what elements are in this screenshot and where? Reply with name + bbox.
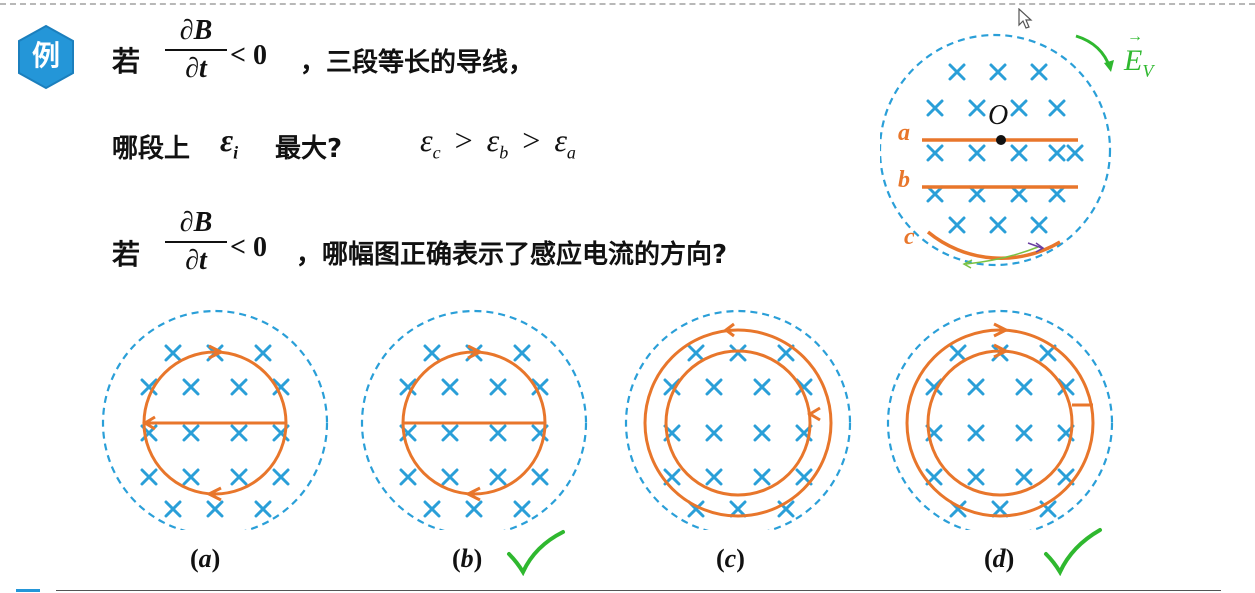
option-c-diagram xyxy=(624,309,852,530)
wire-c xyxy=(926,230,1061,260)
line2-text: 哪段上 xyxy=(112,134,191,164)
center-point xyxy=(996,135,1006,145)
field-boundary xyxy=(880,33,1112,267)
wire-label-a: a xyxy=(898,120,910,146)
line1-ruo: 若 xyxy=(112,45,141,78)
B-vector: B xyxy=(193,15,213,46)
example-badge-hexagon xyxy=(18,24,74,90)
fraction-bar xyxy=(165,49,227,51)
option-d-diagram xyxy=(886,309,1114,530)
cursor-icon xyxy=(1018,8,1033,29)
partial-symbol: ∂ xyxy=(179,15,194,46)
top-dashed-border xyxy=(0,3,1255,5)
field-label-E: E→V xyxy=(1124,28,1154,81)
line3-ruo: 若 xyxy=(112,238,141,271)
option-label-c: (c) xyxy=(716,544,745,573)
checkmark-icon xyxy=(1044,528,1102,576)
option-label-d: (d) xyxy=(984,544,1015,573)
current-arrow-purple xyxy=(1027,242,1043,249)
bottom-rule xyxy=(56,590,1221,591)
example-badge-text: 例 xyxy=(31,39,60,72)
option-diagrams xyxy=(101,309,1114,530)
option-label-a: (a) xyxy=(190,544,221,573)
less-than-zero-1: < 0 xyxy=(230,40,267,71)
less-than-zero-2: < 0 xyxy=(230,232,267,263)
line3-text: ，哪幅图正确表示了感应电流的方向? xyxy=(296,240,728,270)
option-b-diagram xyxy=(360,309,588,530)
current-arrow-green xyxy=(965,246,1039,265)
dB-dt-fraction-2: ∂B→ ∂t xyxy=(165,205,227,276)
emf-symbol: εi xyxy=(220,122,239,163)
line2-tail: 最大? xyxy=(275,134,343,164)
emf-answer: εc > εb > εa xyxy=(420,122,576,163)
wire-label-b: b xyxy=(898,167,910,193)
checkmark-icon xyxy=(507,530,565,576)
field-crosses xyxy=(926,63,1084,234)
option-a-diagram xyxy=(101,309,329,530)
wire-label-c: c xyxy=(904,224,915,250)
dB-dt-fraction-1: ∂B→ ∂t xyxy=(165,13,227,84)
option-label-b: (b) xyxy=(452,544,483,573)
bottom-accent xyxy=(16,589,40,592)
line1-text: ，三段等长的导线， xyxy=(300,48,535,78)
fraction-denominator: ∂t xyxy=(185,53,207,84)
vector-arrow: → xyxy=(197,13,212,28)
center-label-O: O xyxy=(988,100,1009,131)
top-field-diagram xyxy=(880,33,1114,269)
